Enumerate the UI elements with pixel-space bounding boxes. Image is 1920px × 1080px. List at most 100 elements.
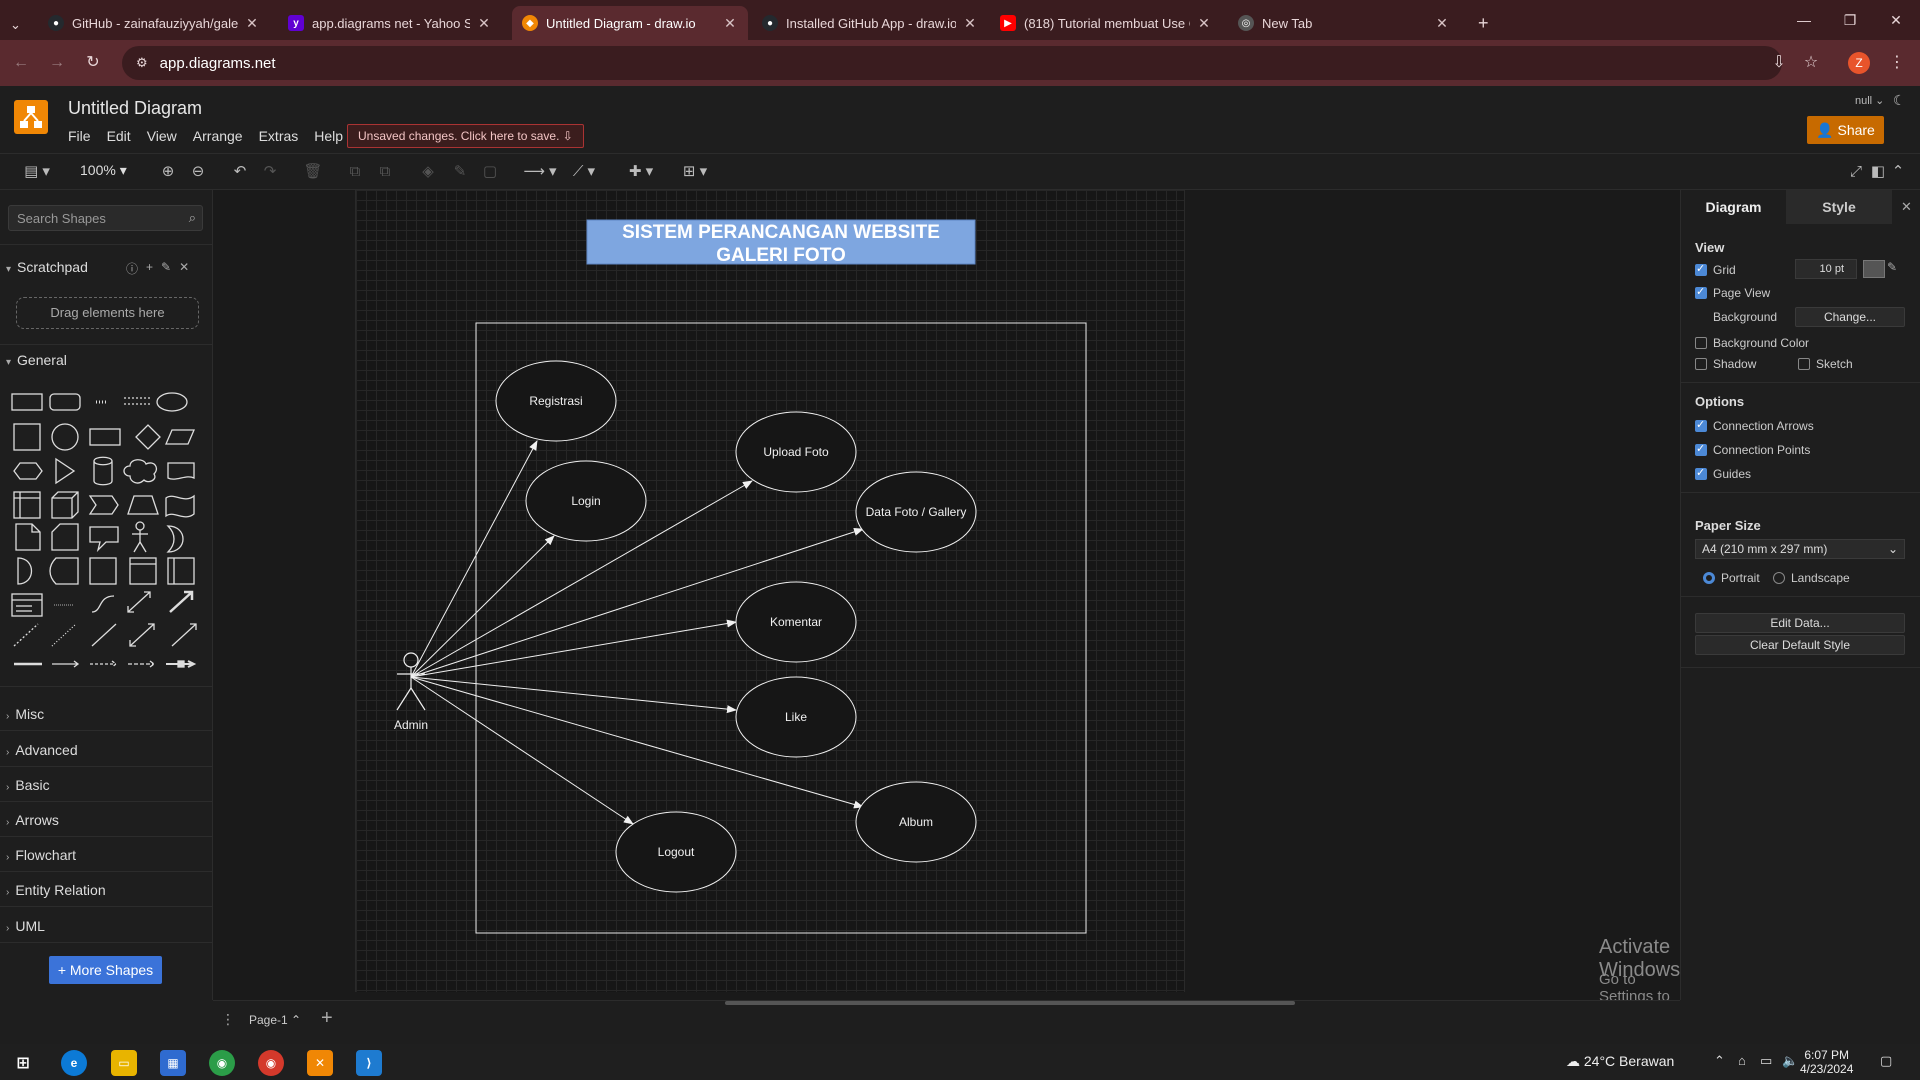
sketch-checkbox-row[interactable]: Sketch	[1798, 357, 1853, 371]
shape-note[interactable]	[15, 523, 41, 551]
portrait-radio-row[interactable]: Portrait	[1703, 571, 1760, 585]
shape-ellipse[interactable]	[156, 392, 188, 412]
shape-list[interactable]	[11, 593, 43, 617]
grid-color-swatch[interactable]	[1863, 260, 1885, 278]
fullscreen-icon[interactable]: ⤢	[1849, 163, 1862, 180]
scratchpad-drop-zone[interactable]: Drag elements here	[16, 297, 199, 329]
close-icon[interactable]: ✕	[246, 14, 258, 31]
collapse-chevron-icon[interactable]: ⌃	[1891, 163, 1905, 180]
shape-triangle[interactable]	[55, 457, 76, 485]
tray-volume-icon[interactable]: 🔈	[1782, 1053, 1799, 1068]
shape-document[interactable]	[167, 462, 195, 480]
site-info-icon[interactable]: ⚙	[136, 55, 148, 70]
diagram-title-box[interactable]	[586, 219, 976, 265]
browser-tab-new[interactable]: ◎ New Tab ✕	[1228, 6, 1460, 40]
arrow-to-upload-foto[interactable]	[410, 480, 753, 678]
to-back-icon[interactable]: ⧉	[379, 163, 391, 180]
background-color-checkbox[interactable]	[1695, 337, 1707, 349]
section-basic[interactable]: ›Basic	[6, 777, 50, 793]
tray-display-icon[interactable]: ▭	[1760, 1053, 1773, 1068]
shape-curve[interactable]	[91, 595, 115, 613]
guides-row[interactable]: Guides	[1695, 466, 1751, 481]
shape-swimlane[interactable]	[129, 557, 157, 585]
change-background-button[interactable]: Change...	[1795, 307, 1905, 327]
chrome-icon[interactable]: ◉	[209, 1050, 235, 1076]
search-input[interactable]	[9, 206, 179, 230]
minimize-button[interactable]: —	[1797, 12, 1811, 28]
shape-trapezoid[interactable]	[127, 495, 159, 515]
section-entity-relation[interactable]: ›Entity Relation	[6, 882, 106, 898]
portrait-radio[interactable]	[1703, 572, 1715, 584]
arrow-to-registrasi[interactable]	[410, 440, 538, 678]
menu-help[interactable]: Help	[314, 128, 344, 144]
shape-process[interactable]	[89, 428, 121, 446]
help-icon[interactable]: ⓘ	[126, 262, 139, 276]
table-icon[interactable]: ⊞ ▾	[682, 163, 708, 180]
restore-button[interactable]: ❐	[1843, 12, 1857, 28]
usecase-upload-foto[interactable]	[735, 411, 857, 493]
taskbar-clock[interactable]: 6:07 PM 4/23/2024	[1800, 1048, 1854, 1076]
zoom-select[interactable]: 100% ▾	[80, 162, 127, 178]
actor-admin[interactable]	[396, 652, 426, 711]
browser-tab-drawio[interactable]: ◆ Untitled Diagram - draw.io ✕	[512, 6, 748, 40]
shape-connector-3-labels[interactable]	[128, 660, 156, 668]
unsaved-changes-button[interactable]: Unsaved changes. Click here to save. ⇩	[347, 124, 584, 148]
shape-container[interactable]	[89, 557, 117, 585]
close-icon[interactable]: ✕	[724, 14, 736, 31]
close-window-button[interactable]: ✕	[1890, 12, 1902, 28]
landscape-radio-row[interactable]: Landscape	[1773, 571, 1850, 585]
shape-arrow[interactable]	[169, 590, 194, 613]
shape-cylinder[interactable]	[93, 456, 113, 486]
arrow-to-komentar[interactable]	[410, 619, 737, 678]
arrow-to-data-foto[interactable]	[410, 527, 864, 678]
windows-start-icon[interactable]: ⊞	[16, 1055, 30, 1072]
shape-callout[interactable]	[89, 526, 119, 553]
arrow-to-like[interactable]	[410, 676, 737, 714]
paper-size-select[interactable]: A4 (210 mm x 297 mm) ⌄	[1695, 539, 1905, 559]
sketch-checkbox[interactable]	[1798, 358, 1810, 370]
system-boundary[interactable]	[475, 322, 1087, 934]
close-icon[interactable]: ✕	[478, 14, 490, 31]
connection-arrows-row[interactable]: Connection Arrows	[1695, 418, 1814, 433]
connection-style-icon[interactable]: ⟶ ▾	[523, 163, 557, 180]
forward-button[interactable]: →	[49, 54, 65, 71]
shape-step[interactable]	[88, 495, 119, 515]
shape-parallelogram[interactable]	[165, 429, 195, 445]
shape-internal-storage[interactable]	[13, 491, 41, 519]
line-color-icon[interactable]: ✎	[453, 163, 467, 180]
profile-avatar[interactable]: Z	[1848, 52, 1870, 74]
menu-extras[interactable]: Extras	[258, 128, 299, 144]
menu-view[interactable]: View	[146, 128, 177, 144]
edit-pencil-icon[interactable]: ✎	[1887, 260, 1898, 274]
shape-circle[interactable]	[51, 423, 79, 451]
notification-icon[interactable]: ▢	[1880, 1053, 1893, 1068]
shape-line[interactable]	[91, 623, 117, 647]
undo-icon[interactable]: ↶	[233, 163, 247, 180]
section-arrows[interactable]: ›Arrows	[6, 812, 59, 828]
section-flowchart[interactable]: ›Flowchart	[6, 847, 77, 863]
delete-icon[interactable]: 🗑	[303, 163, 323, 180]
usecase-like[interactable]	[735, 676, 857, 758]
shape-bidirectional-arrow[interactable]	[127, 591, 151, 613]
microsoft-store-icon[interactable]: ▦	[160, 1050, 186, 1076]
zoom-in-icon[interactable]: ⊕	[161, 163, 175, 180]
zoom-out-icon[interactable]: ⊖	[191, 163, 205, 180]
add-icon[interactable]: +	[146, 260, 154, 274]
section-general[interactable]: ▾General	[6, 352, 67, 368]
shape-cloud[interactable]	[123, 459, 158, 484]
fill-color-icon[interactable]: ◈	[422, 163, 434, 180]
page-view-checkbox-row[interactable]: Page View	[1695, 285, 1770, 300]
vscode-icon[interactable]: ⟩	[356, 1050, 382, 1076]
diagram-canvas[interactable]: SISTEM PERANCANGAN WEBSITE GALERI FOTO A…	[213, 190, 1680, 1000]
clear-default-style-button[interactable]: Clear Default Style	[1695, 635, 1905, 655]
connection-points-row[interactable]: Connection Points	[1695, 442, 1810, 457]
share-button[interactable]: 👤 Share	[1807, 116, 1884, 144]
shape-connector-with-label[interactable]	[52, 660, 80, 668]
shape-and[interactable]	[17, 557, 33, 585]
edge-icon[interactable]: e	[61, 1050, 87, 1076]
tray-network-icon[interactable]: ⌂	[1738, 1053, 1746, 1068]
background-color-checkbox-row[interactable]: Background Color	[1695, 336, 1809, 350]
to-front-icon[interactable]: ⧉	[349, 163, 361, 180]
shape-hexagon[interactable]	[13, 462, 43, 480]
waypoints-icon[interactable]: ⟋ ▾	[572, 163, 596, 180]
